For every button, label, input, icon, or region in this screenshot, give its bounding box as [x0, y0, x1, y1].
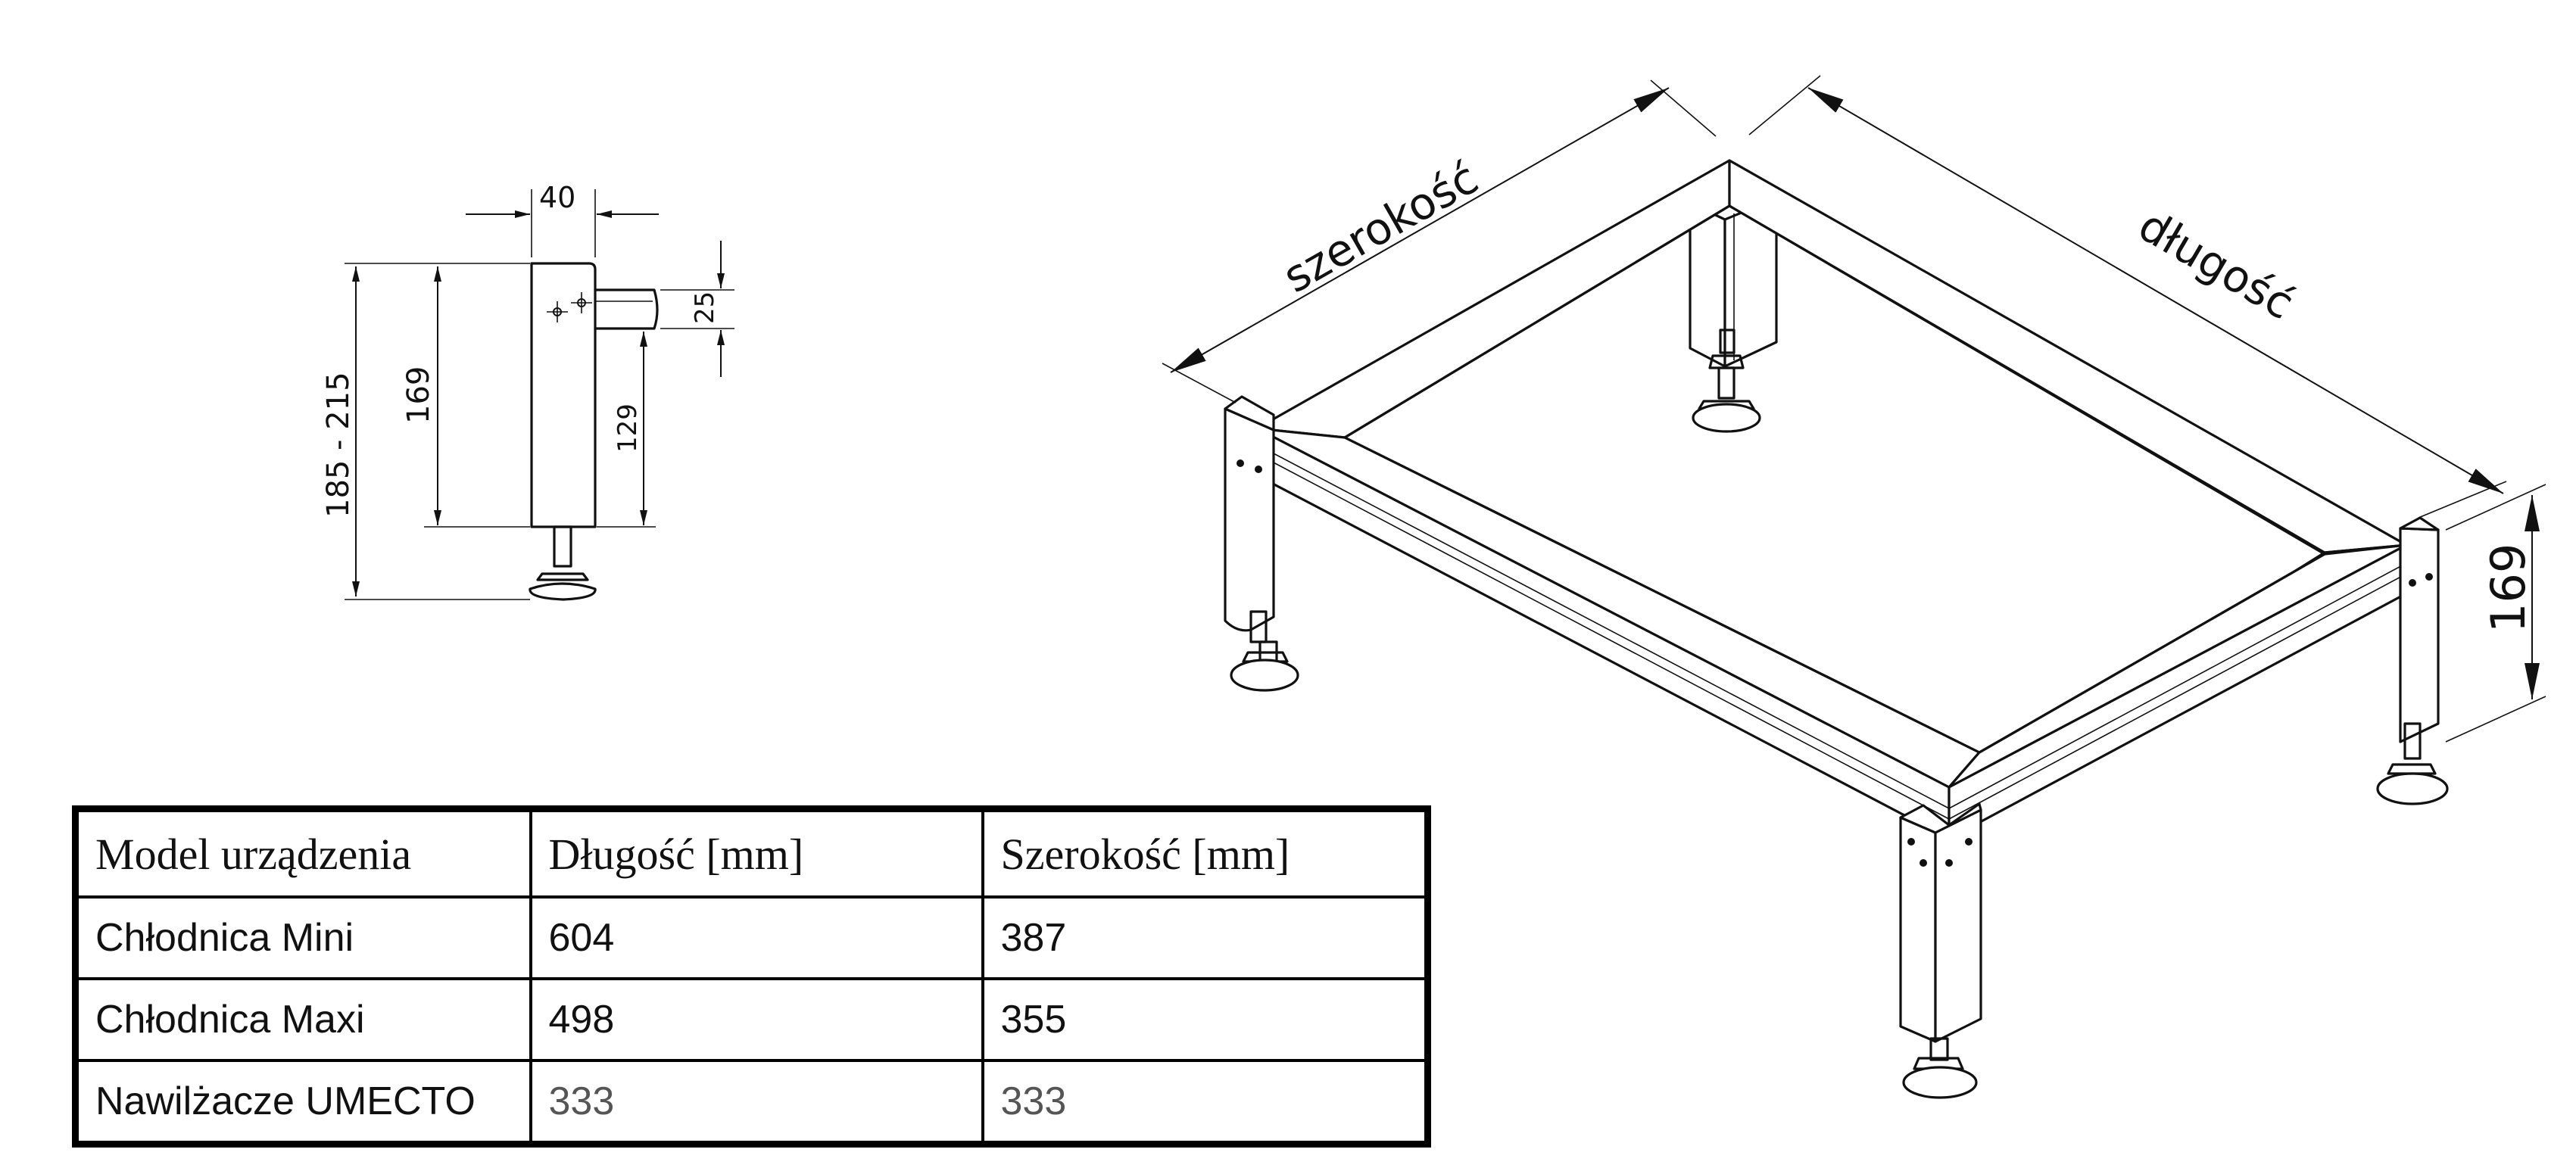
- cell-length: 604: [529, 895, 984, 980]
- label-szerokosc: szerokość: [1274, 152, 1486, 304]
- cell-model: Chłodnica Mini: [73, 895, 532, 980]
- table-row: Nawilżacze UMECTO 333 333: [73, 1059, 1430, 1146]
- dim-height-169: 169: [401, 266, 530, 528]
- table-row: Chłodnica Maxi 498 355: [73, 977, 1430, 1062]
- cell-length: 498: [529, 977, 984, 1062]
- dim-height-label: 169: [401, 366, 436, 424]
- cell-width: 387: [981, 895, 1430, 980]
- label-frame-height: 169: [2481, 543, 2536, 633]
- dim-total-label: 185 - 215: [321, 372, 356, 518]
- header-length: Długość [mm]: [529, 807, 984, 898]
- dim-frame-height: 169: [2445, 484, 2546, 743]
- isometric-view: szerokość długość 169: [1162, 75, 2546, 1099]
- header-width: Szerokość [mm]: [981, 807, 1430, 898]
- cell-length: 333: [529, 1059, 984, 1146]
- right-leg: [2376, 516, 2449, 805]
- header-model: Model urządzenia: [73, 807, 532, 898]
- dim-bracket-label: 25: [690, 291, 720, 324]
- label-dlugosc: długość: [2130, 199, 2303, 329]
- dim-width-label: 40: [539, 181, 575, 214]
- leg-body: [529, 262, 659, 601]
- cell-model: Nawilżacze UMECTO: [73, 1059, 532, 1146]
- dim-bracket-25: 25: [660, 241, 734, 377]
- dim-total-height: 185 - 215: [321, 263, 530, 600]
- dim-width-40: 40: [466, 181, 659, 257]
- spec-table: Model urządzenia Długość [mm] Szerokość …: [72, 805, 1431, 1148]
- cell-width: 355: [981, 977, 1430, 1062]
- dim-dlugosc: długość: [1748, 75, 2507, 519]
- table-header-row: Model urządzenia Długość [mm] Szerokość …: [73, 807, 1430, 898]
- dim-bracket-height-label: 129: [613, 403, 643, 453]
- cell-width: 333: [981, 1059, 1430, 1146]
- table-row: Chłodnica Mini 604 387: [73, 895, 1430, 980]
- cell-model: Chłodnica Maxi: [73, 977, 532, 1062]
- front-leg: [1899, 802, 1982, 1099]
- left-leg: [1224, 395, 1299, 692]
- side-view: 40 25 185 - 215 169 129: [321, 181, 734, 601]
- dim-bracket-height-129: 129: [597, 332, 656, 528]
- back-leg: [1689, 197, 1778, 433]
